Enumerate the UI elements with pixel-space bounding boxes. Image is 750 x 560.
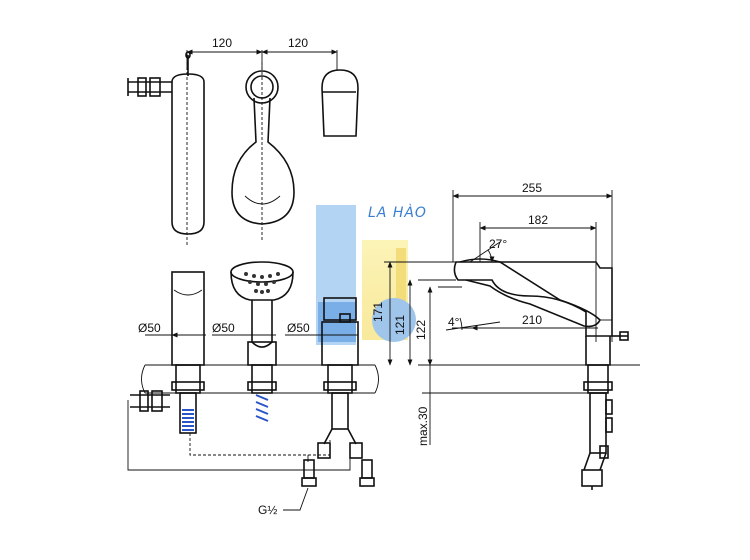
side-view: 255 182 27° 210 4° [371, 181, 640, 490]
front-diam-1: Ø50 [138, 321, 161, 335]
watermark-logo [316, 205, 416, 345]
side-dim-210: 210 [522, 313, 542, 327]
lever-plan-icon [321, 69, 359, 137]
side-dim-255: 255 [522, 181, 542, 195]
side-angle-4: 4° [448, 315, 460, 329]
watermark-brand-text: LA HÀO [368, 204, 427, 221]
plan-view: 120 120 [127, 36, 359, 245]
front-diam-3: Ø50 [287, 321, 310, 335]
front-diam-2: Ø50 [212, 321, 235, 335]
mixer-front-icon [317, 297, 363, 459]
underdeck-side-icon [581, 364, 613, 490]
side-dim-182: 182 [528, 213, 548, 227]
front-view: Ø50 Ø50 Ø50 G½ [127, 261, 379, 517]
inlet-right-icon [359, 459, 375, 487]
hand-shower-front-icon [230, 261, 294, 422]
inlet-left-icon [301, 459, 317, 487]
side-dim-121: 121 [393, 315, 407, 335]
spout-side-icon [453, 258, 629, 341]
side-angle-27: 27° [489, 237, 507, 251]
spout-plan-icon [127, 51, 205, 235]
side-dim-max30: max.30 [416, 406, 430, 446]
side-dim-122: 122 [414, 320, 428, 340]
hand-shower-plan-icon [231, 70, 295, 225]
plan-dim-right: 120 [288, 36, 308, 50]
plan-dim-left: 120 [212, 36, 232, 50]
side-dim-171: 171 [371, 302, 385, 322]
thread-label: G½ [258, 503, 277, 517]
spout-body-icon [171, 271, 205, 434]
